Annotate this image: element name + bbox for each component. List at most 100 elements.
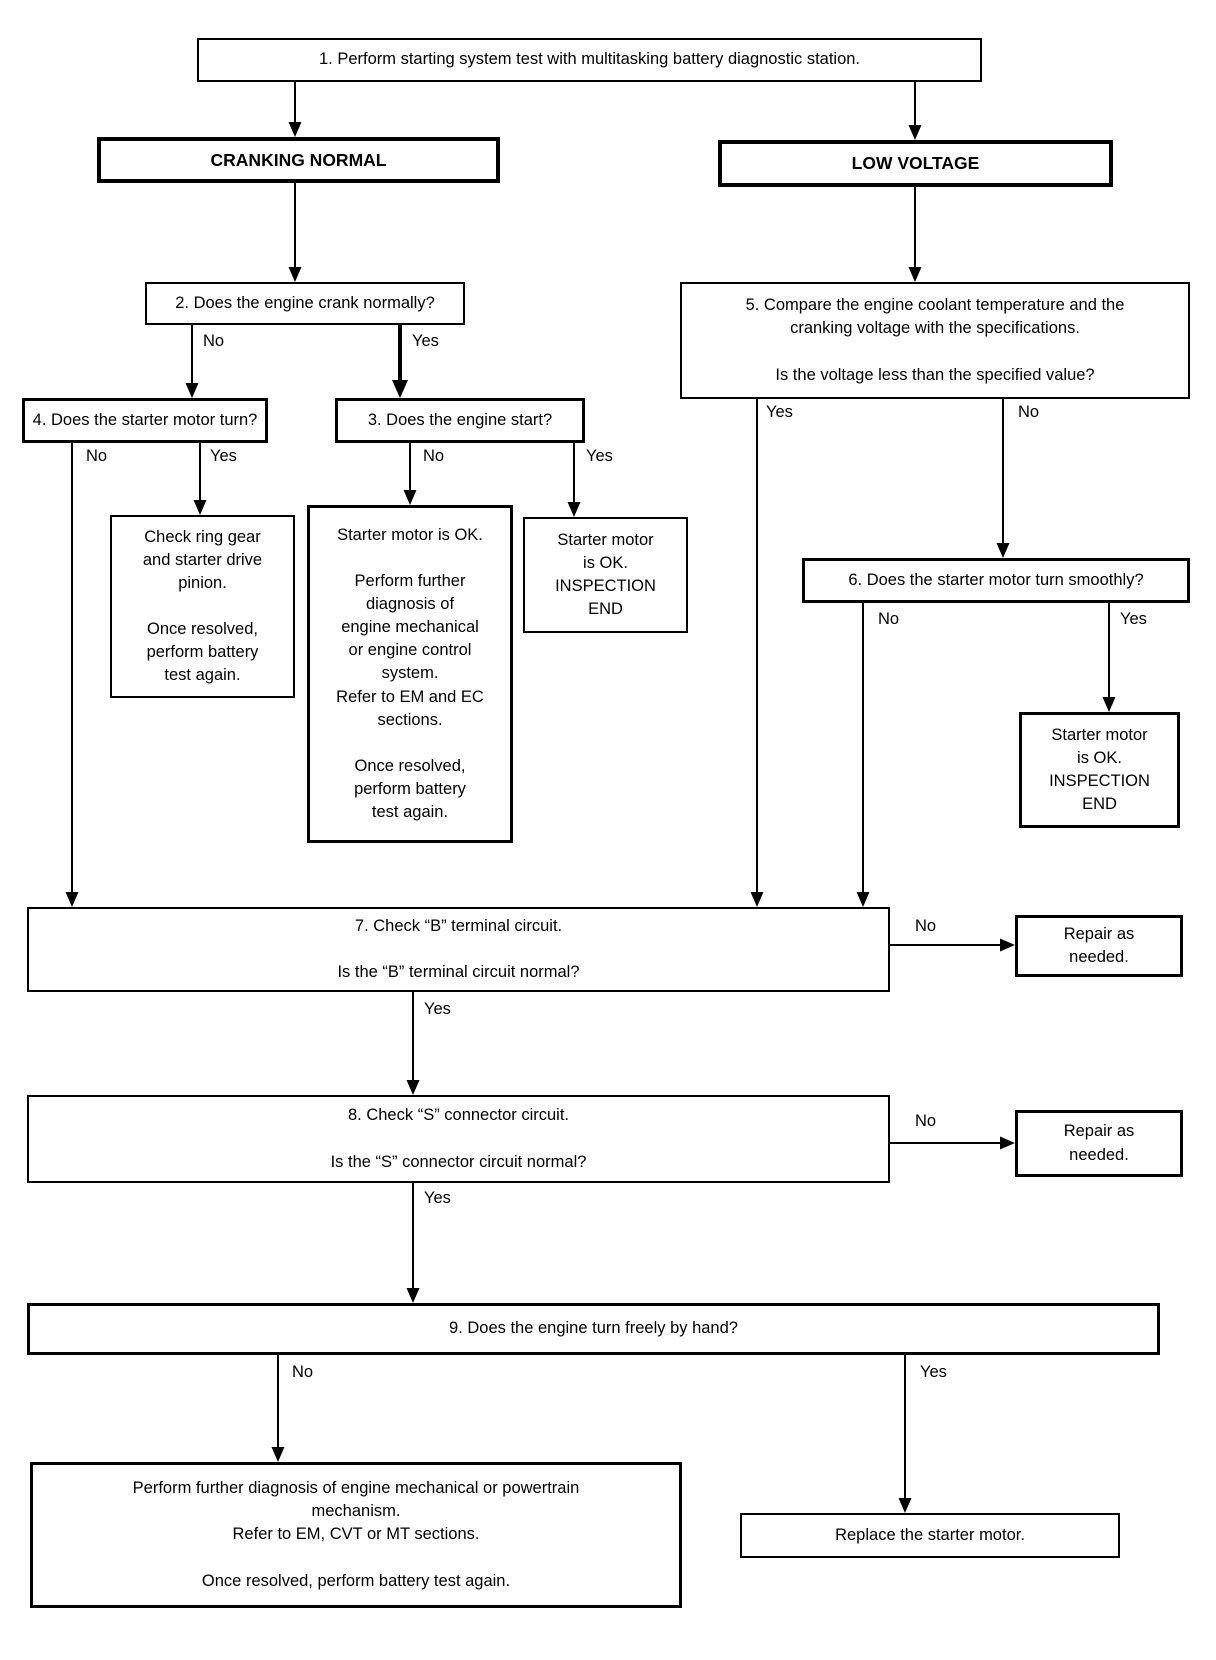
edge-label-step5-no: No	[1018, 403, 1040, 421]
text-line: Is the “S” connector circuit normal?	[330, 1152, 587, 1171]
text-line: diagnosis of	[365, 595, 455, 614]
edge-label-step7-no: No	[915, 917, 937, 935]
step1-box: 1. Perform starting system test with mul…	[197, 38, 982, 82]
further-diagnosis-box: Perform further diagnosis of engine mech…	[30, 1462, 682, 1608]
text-line: Is the voltage less than the specified v…	[775, 365, 1095, 384]
text-line: 8. Check “S” connector circuit.	[348, 1106, 569, 1125]
text-line: END	[1082, 795, 1117, 814]
text-line: Starter motor	[557, 530, 654, 549]
edge-step3-no-to-starter-ok-diagnosis	[403, 443, 417, 505]
edge-step4-yes-to-check-ring-gear	[193, 443, 207, 515]
text-line: Refer to EM and EC	[336, 687, 484, 706]
text-line: Once resolved,	[354, 756, 466, 775]
edge-cranking-to-step2	[288, 183, 302, 282]
text-line: needed.	[1069, 1145, 1129, 1164]
edge-label-step9-yes: Yes	[920, 1363, 947, 1381]
text-line: or engine control	[348, 641, 472, 660]
edge-label-step9-no: No	[292, 1363, 314, 1381]
replace-starter-motor-box: Replace the starter motor.	[740, 1513, 1120, 1558]
edge-label-step2-no: No	[203, 332, 225, 350]
text-line: Repair as	[1063, 1122, 1135, 1141]
text-line: INSPECTION	[555, 577, 656, 595]
low-voltage-header: LOW VOLTAGE	[718, 140, 1113, 187]
starter-ok-diagnosis-box: Starter motor is OK. Perform further diagn…	[307, 505, 513, 843]
step6-box: 6. Does the starter motor turn smoothly?	[802, 558, 1190, 603]
inspection-end-box-2: Starter motor is OK. INSPECTION END	[1019, 712, 1180, 828]
edge-label-step4-yes: Yes	[210, 447, 237, 465]
text-line: Perform further diagnosis of engine mech…	[132, 1479, 580, 1498]
text-line: Once resolved, perform battery test agai…	[201, 1571, 511, 1590]
text-line: pinion.	[178, 573, 227, 592]
edge-low-voltage-to-step5	[908, 187, 922, 282]
text-line: system.	[381, 664, 439, 683]
text-line: Once resolved,	[147, 620, 258, 639]
text-line: perform battery	[354, 779, 466, 798]
edge-step3-yes-to-inspection-end-1	[567, 443, 581, 517]
text-line	[316, 547, 504, 570]
text-line: END	[588, 600, 623, 619]
edge-label-step6-yes: Yes	[1120, 610, 1147, 628]
step8-box: 8. Check “S” connector circuit. Is the “S…	[27, 1095, 890, 1183]
text-line: engine mechanical	[341, 618, 479, 637]
edge-label-step3-yes: Yes	[586, 447, 613, 465]
repair-as-needed-box-2: Repair as needed.	[1015, 1110, 1183, 1177]
cranking-normal-header: CRANKING NORMAL	[97, 137, 500, 183]
text-line: Starter motor	[1051, 725, 1148, 744]
text-line	[688, 341, 1182, 364]
edge-step4-no-to-step7	[65, 443, 79, 907]
edge-step6-yes-to-inspection-end-2	[1102, 603, 1116, 712]
text-line: needed.	[1069, 948, 1129, 966]
edge-label-step5-yes: Yes	[766, 403, 793, 421]
text-line	[35, 938, 882, 961]
check-ring-gear-box: Check ring gear and starter drive pinion. O…	[110, 515, 295, 698]
edge-label-step8-yes: Yes	[424, 1189, 451, 1207]
step4-box: 4. Does the starter motor turn?	[22, 398, 268, 443]
edge-step6-no-to-step7	[856, 603, 870, 907]
text-line: Check ring gear	[144, 527, 261, 546]
edge-step1-to-low-voltage	[908, 82, 922, 140]
edge-step2-yes-to-step3	[392, 325, 408, 398]
edge-step9-yes-to-replace-starter	[898, 1355, 912, 1513]
edge-label-step6-no: No	[878, 610, 900, 628]
edge-label-step3-no: No	[423, 447, 445, 465]
edge-step2-no-to-step4	[185, 325, 199, 398]
text-line: INSPECTION	[1049, 772, 1150, 790]
edge-step5-yes-to-step7	[750, 399, 764, 907]
text-line	[118, 595, 287, 618]
text-line: test again.	[164, 666, 241, 685]
edge-step9-no-to-further-diagnosis	[271, 1355, 285, 1462]
step9-box: 9. Does the engine turn freely by hand?	[27, 1303, 1160, 1355]
text-line	[316, 732, 504, 755]
edge-label-step4-no: No	[86, 447, 108, 465]
text-line	[39, 1547, 673, 1570]
text-line: mechanism.	[311, 1502, 401, 1521]
edge-step8-no-to-repair-2	[890, 1136, 1015, 1150]
edge-step7-yes-to-step8	[406, 992, 420, 1095]
step5-box: 5. Compare the engine coolant temperatur…	[680, 282, 1190, 399]
edge-label-step7-yes: Yes	[424, 1000, 451, 1018]
text-line	[35, 1127, 882, 1150]
edge-step8-yes-to-step9	[406, 1183, 420, 1303]
edge-step5-no-to-step6	[996, 399, 1010, 558]
text-line: is OK.	[1077, 748, 1122, 767]
edge-label-step8-no: No	[915, 1112, 937, 1130]
text-line: Is the “B” terminal circuit normal?	[337, 963, 580, 982]
text-line: Refer to EM, CVT or MT sections.	[232, 1525, 480, 1544]
edge-step1-to-cranking	[288, 82, 302, 137]
step3-box: 3. Does the engine start?	[335, 398, 585, 443]
text-line: Perform further	[354, 572, 466, 591]
step7-box: 7. Check “B” terminal circuit.Is the “B”…	[27, 907, 890, 992]
text-line: cranking voltage with the specifications…	[790, 319, 1080, 338]
text-line: test again.	[371, 803, 449, 822]
text-line: and starter drive	[142, 550, 263, 569]
text-line: Starter motor is OK.	[337, 525, 483, 544]
text-line: sections.	[377, 710, 443, 729]
text-line: 5. Compare the engine coolant temperatur…	[745, 296, 1125, 315]
step2-box: 2. Does the engine crank normally?	[145, 282, 465, 325]
text-line: perform battery	[146, 643, 259, 662]
edge-label-step2-yes: Yes	[412, 332, 439, 350]
edge-step7-no-to-repair-1	[890, 938, 1015, 952]
